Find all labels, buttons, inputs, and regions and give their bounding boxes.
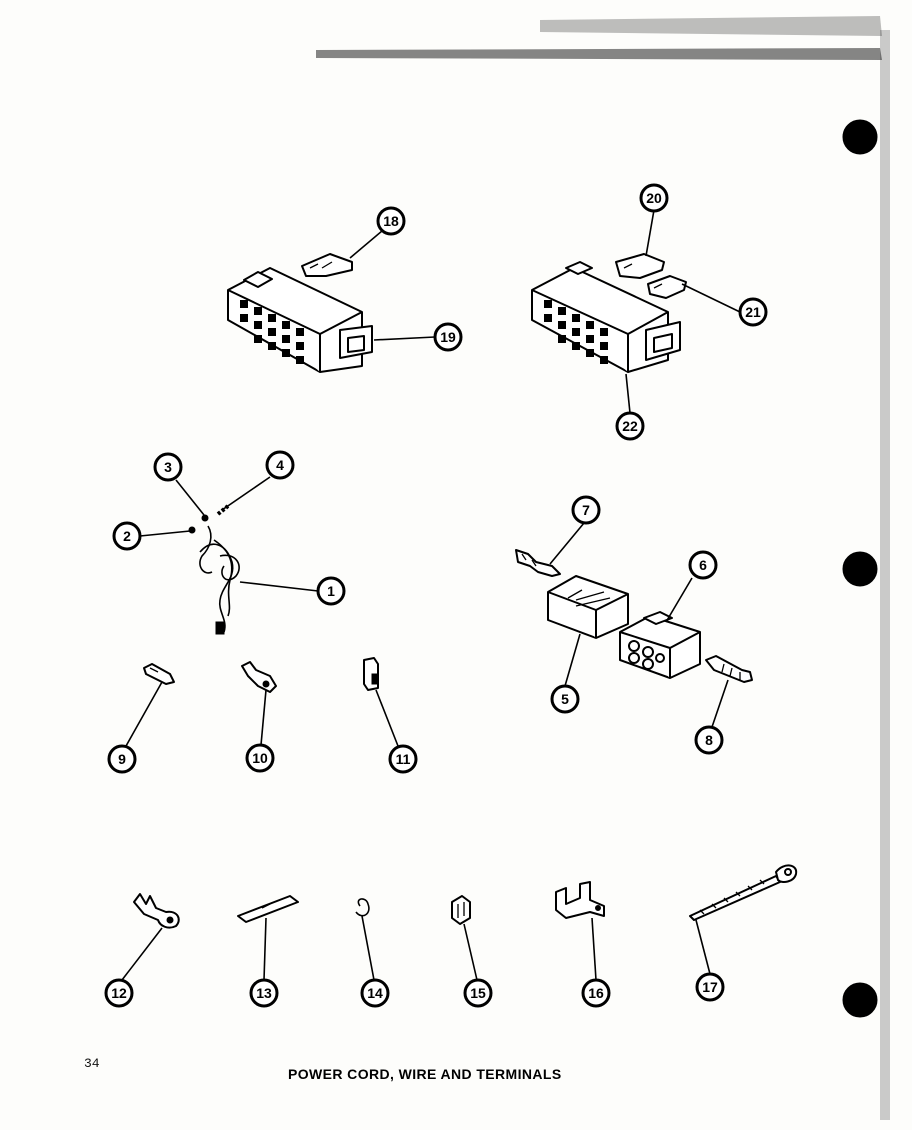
part-3-wire-terminal: [201, 514, 209, 522]
callout-11-label: 11: [396, 751, 411, 767]
part-22-connector-housing: [531, 261, 681, 373]
callout-8-label: 8: [705, 732, 713, 748]
callout-3-label: 3: [164, 459, 172, 475]
callout-7: 7: [571, 495, 601, 525]
part-10-terminal: [241, 661, 277, 693]
callout-21-label: 21: [745, 304, 761, 320]
callout-1: 1: [316, 576, 346, 606]
callout-3: 3: [153, 452, 183, 482]
part-14-wire-clip: [355, 898, 370, 917]
callout-6-label: 6: [699, 557, 707, 573]
callout-7-label: 7: [582, 502, 590, 518]
part-13-splice-strip: [237, 895, 299, 923]
part-17-cable-tie: [689, 864, 798, 921]
part-6-connector-receptacle: [619, 611, 701, 679]
callout-12-label: 12: [111, 985, 127, 1001]
part-1-power-cord: [199, 525, 240, 635]
callout-8: 8: [694, 725, 724, 755]
callout-5-label: 5: [561, 691, 569, 707]
callout-9-label: 9: [118, 751, 126, 767]
callout-21: 21: [738, 297, 768, 327]
callout-10: 10: [245, 743, 275, 773]
callout-5: 5: [550, 684, 580, 714]
part-8-socket-terminal: [705, 655, 753, 683]
part-11-terminal: [363, 657, 379, 691]
callout-17-label: 17: [702, 979, 718, 995]
callout-19: 19: [433, 322, 463, 352]
callout-18: 18: [376, 206, 406, 236]
scan-edge-artifacts: [316, 16, 890, 1120]
callout-19-label: 19: [440, 329, 456, 345]
leader-lines: [121, 209, 741, 981]
callout-22: 22: [615, 411, 645, 441]
part-19-connector-housing: [227, 267, 373, 373]
callout-20: 20: [639, 183, 669, 213]
callout-18-label: 18: [383, 213, 399, 229]
callout-1-label: 1: [327, 583, 335, 599]
callout-20-label: 20: [646, 190, 662, 206]
callout-17: 17: [695, 972, 725, 1002]
callout-11: 11: [388, 744, 418, 774]
callout-2: 2: [112, 521, 142, 551]
callout-10-label: 10: [252, 750, 268, 766]
callout-12: 12: [104, 978, 134, 1008]
callout-14: 14: [360, 978, 390, 1008]
callout-13-label: 13: [256, 985, 272, 1001]
binder-hole-bottom: [842, 982, 878, 1018]
callout-4-label: 4: [276, 457, 284, 473]
part-21-terminal: [647, 275, 687, 299]
callout-16-label: 16: [588, 985, 604, 1001]
callout-9: 9: [107, 744, 137, 774]
binder-hole-middle: [842, 551, 878, 587]
callout-16: 16: [581, 978, 611, 1008]
callout-14-label: 14: [367, 985, 383, 1001]
part-20-terminal: [615, 253, 665, 279]
callout-22-label: 22: [622, 418, 638, 434]
part-2-wire-terminal: [188, 526, 196, 534]
part-5-connector-plug: [547, 575, 629, 639]
callout-4: 4: [265, 450, 295, 480]
part-9-terminal: [143, 663, 175, 685]
page-number: 34: [84, 1056, 100, 1071]
part-7-pin-terminal: [515, 549, 561, 577]
part-18-terminal: [301, 253, 353, 277]
callout-13: 13: [249, 978, 279, 1008]
part-15-wire-connector: [451, 895, 471, 925]
callout-6: 6: [688, 550, 718, 580]
callout-15-label: 15: [470, 985, 486, 1001]
diagram-caption: POWER CORD, WIRE AND TERMINALS: [288, 1066, 562, 1082]
part-12-ring-terminal: [133, 893, 180, 929]
binder-hole-top: [842, 119, 878, 155]
part-16-mounting-bracket: [555, 881, 605, 919]
callout-2-label: 2: [123, 528, 131, 544]
callout-15: 15: [463, 978, 493, 1008]
